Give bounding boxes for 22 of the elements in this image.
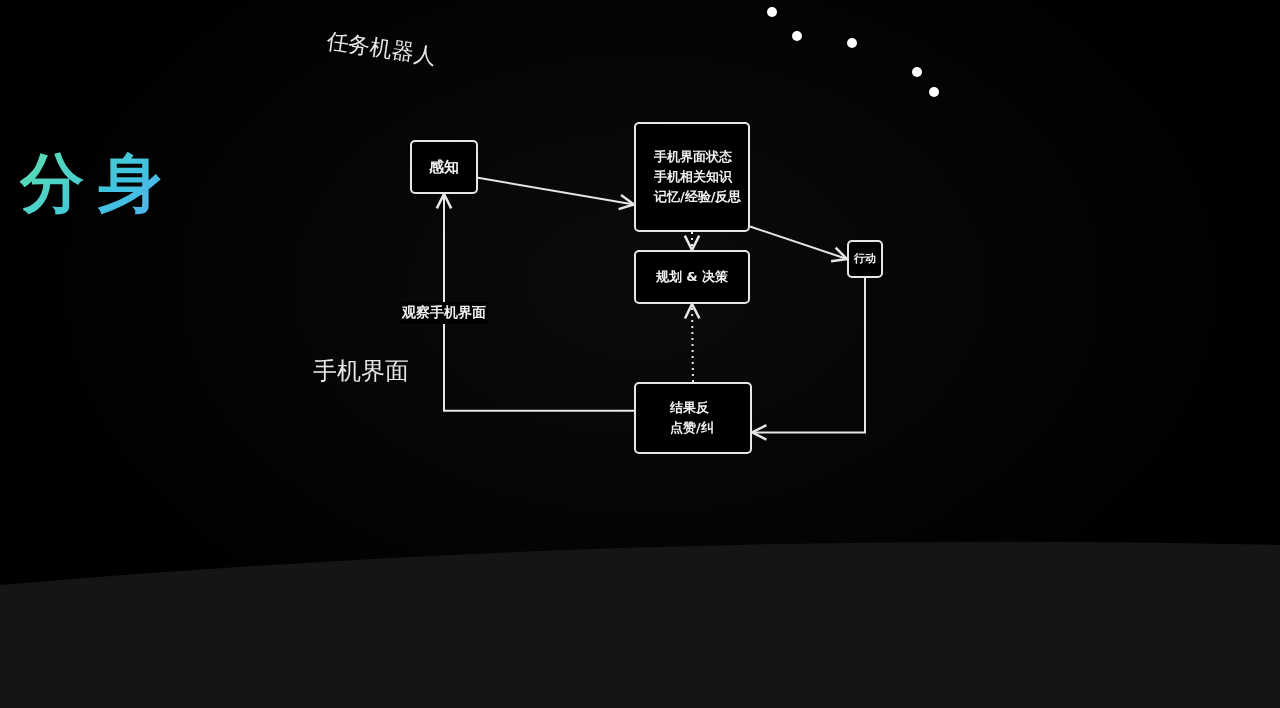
process-box [410,140,478,194]
box-text: 规划 & 决策 [655,268,729,286]
box-text: 手机界面状态 [654,148,732,165]
arrow [683,231,701,252]
box-text: 手机相关知识 [654,168,732,186]
arrow [435,192,635,412]
arrow [683,302,701,383]
arrow [750,277,866,441]
box-text: 点赞/纠 [670,420,714,437]
section-label: 手机界面 [313,356,409,387]
process-box [634,382,752,454]
box-text: 行动 [854,252,876,266]
box-text: 结果反 [670,399,709,416]
edge-label: 观察手机界面 [400,302,488,325]
section-label: 任务机器人 [324,27,438,71]
box-text: 记忆/经验/反思 [654,189,742,206]
process-box [847,240,883,278]
arrow [477,176,636,211]
box-text: 感知 [429,157,459,177]
process-box [634,250,750,304]
process-box [634,122,750,232]
arrow [749,225,849,263]
